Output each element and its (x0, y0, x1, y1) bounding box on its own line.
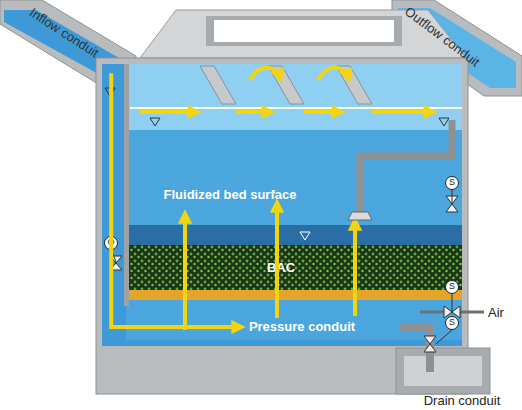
valve-stem (436, 330, 452, 344)
top-opening-inner (214, 20, 394, 42)
pipe-label: Air (488, 305, 504, 320)
node-text: Pressure conduit (249, 320, 355, 334)
pressure-chamber (126, 300, 462, 340)
flow-arrow (372, 110, 432, 114)
valve-indicator: S (445, 176, 459, 190)
outflow-pipe (360, 120, 452, 212)
node-text: Outflow conduit (402, 4, 482, 69)
top-opening (206, 16, 402, 46)
conduit-label: Outflow conduit (387, 0, 497, 82)
flow-connector (275, 204, 279, 318)
bed-surface-label: Fluidized bed surface (146, 186, 314, 204)
node-text: BAC (267, 261, 295, 275)
support-plate (126, 290, 462, 300)
node-text: S (449, 318, 455, 328)
flow-arrow (236, 110, 270, 114)
node-text: Fluidized bed surface (164, 188, 297, 202)
fluidized-band (126, 225, 462, 245)
flow-arrow (304, 110, 340, 114)
top-water (126, 64, 462, 130)
drain-pit-inner (404, 356, 482, 386)
node-text: Inflow conduit (27, 5, 101, 60)
flow-arrow (318, 68, 348, 80)
weir (268, 66, 304, 104)
water-level-symbol (439, 118, 449, 126)
valve-stem (452, 294, 453, 312)
supernatant-water (126, 130, 462, 225)
valve-indicator: O (104, 236, 118, 250)
upflow-arrow (353, 222, 357, 316)
valve-symbol (424, 336, 436, 352)
conduit-label: Inflow conduit (9, 0, 119, 73)
node-text: O (107, 238, 114, 248)
valve-indicator: S (445, 280, 459, 294)
water-level-symbol (105, 88, 115, 96)
water-level-symbol (150, 118, 160, 126)
valve-symbol (110, 256, 122, 270)
node-text: Drain conduit (424, 394, 501, 408)
node-text: S (449, 178, 455, 188)
pipe-inlet (348, 212, 372, 220)
upflow-arrow (183, 215, 187, 330)
flow-arrow (250, 68, 280, 80)
valve-stem (111, 248, 116, 262)
bed-level-symbol (300, 232, 310, 240)
inflow-shaft (102, 64, 126, 346)
weir (336, 66, 372, 104)
flow-arrow (140, 110, 196, 114)
drain-pit (396, 348, 490, 394)
media-label: BAC (258, 259, 304, 277)
conduit-label: Drain conduit (408, 392, 516, 410)
flow-connector (111, 73, 240, 327)
valve-indicator: S (445, 316, 459, 330)
bac-layer (126, 245, 462, 290)
node-text: S (449, 282, 455, 292)
weir (200, 66, 236, 104)
tank-wall (96, 58, 468, 394)
water-surface (130, 107, 462, 109)
bottom-passage (102, 340, 462, 346)
chamber-label: Pressure conduit (240, 318, 364, 336)
inner-wall (124, 64, 129, 306)
valve-stem (452, 190, 453, 204)
